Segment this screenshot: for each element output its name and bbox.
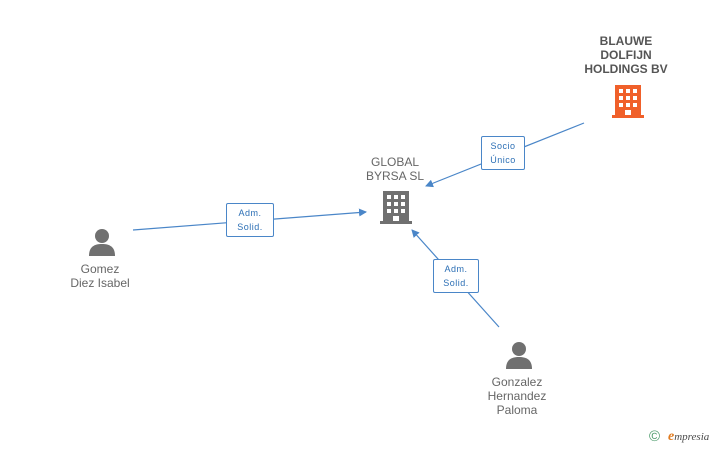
edge-label-adm-solid-gonzalez[interactable]: Adm. Solid. [433, 259, 479, 293]
person-icon[interactable] [87, 227, 117, 257]
brand-first-letter: e [668, 429, 675, 444]
edge-label-socio-unico[interactable]: Socio Único [481, 136, 525, 170]
edge-label-line: Solid. [443, 278, 469, 288]
copyright-icon: © [649, 428, 661, 445]
company-label-global-byrsa[interactable]: GLOBAL BYRSA SL [345, 155, 445, 183]
person-name-line: Gomez [80, 262, 120, 276]
edge-label-adm-solid-gomez[interactable]: Adm. Solid. [226, 203, 274, 237]
brand-rest: mpresia [674, 431, 710, 443]
building-icon[interactable] [380, 189, 412, 225]
company-name-line: HOLDINGS BV [584, 62, 668, 76]
person-icon[interactable] [504, 340, 534, 370]
edge-label-line: Adm. [238, 208, 262, 218]
edge-label-line: Adm. [444, 264, 468, 274]
person-name-line: Paloma [496, 403, 538, 417]
edge-label-line: Solid. [237, 222, 263, 232]
building-icon[interactable] [612, 83, 644, 119]
company-name-line: BLAUWE [599, 34, 653, 48]
person-label-gonzalez[interactable]: Gonzalez Hernandez Paloma [467, 375, 567, 417]
person-name-line: Hernandez [487, 389, 547, 403]
person-label-gomez[interactable]: Gomez Diez Isabel [50, 262, 150, 290]
person-name-line: Diez Isabel [70, 276, 130, 290]
person-name-line: Gonzalez [491, 375, 543, 389]
company-name-line: GLOBAL [370, 155, 420, 169]
company-label-blauwe[interactable]: BLAUWE DOLFIJN HOLDINGS BV [576, 34, 676, 76]
edge-label-line: Único [490, 155, 516, 165]
edge-label-line: Socio [490, 141, 516, 151]
company-name-line: BYRSA SL [365, 169, 425, 183]
company-name-line: DOLFIJN [600, 48, 652, 62]
empresia-logo[interactable]: empresia [668, 429, 709, 445]
